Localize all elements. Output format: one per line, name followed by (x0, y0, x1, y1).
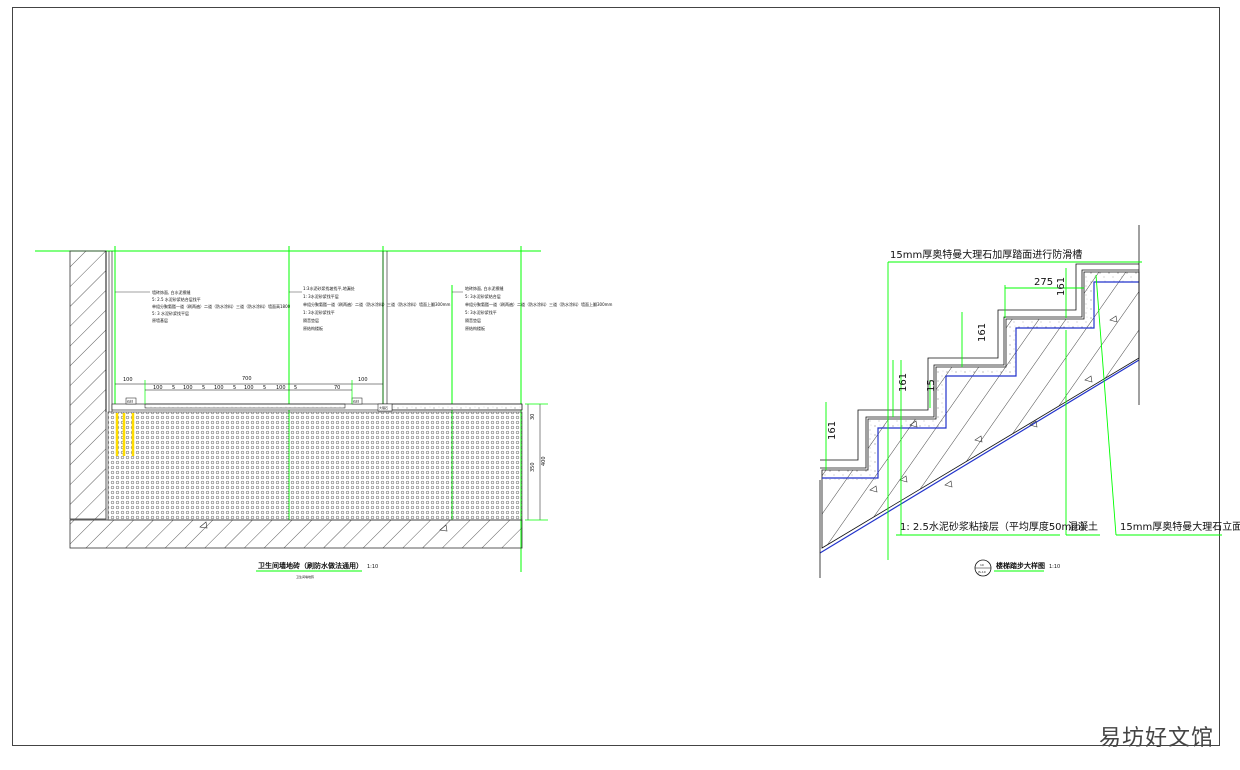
watermark: 易坊好文馆 (1098, 726, 1214, 751)
dim-seg-2: 5 (172, 385, 175, 391)
dim-riser-4: 161 (1056, 277, 1067, 296)
dim-riser-3: 161 (977, 323, 988, 342)
callout-ref: JS-10 (977, 570, 986, 574)
note-wall-5: 原墙基层 (152, 317, 168, 323)
drawing-frame (12, 7, 1220, 746)
notes-wall: 墙砖饰面, 白水泥擦缝 5: 2.5 水泥砂浆结合层找平 单组分聚氨酯一道（刷两… (152, 289, 291, 323)
dim-seg-5: 100 (214, 385, 224, 391)
note-right-6: 原结构楼板 (465, 325, 485, 331)
note-mid-5: 隔音垫层 (303, 317, 319, 323)
note-wall-1: 墙砖饰面, 白水泥擦缝 (152, 289, 191, 295)
dim-tread: 275 (1034, 277, 1053, 288)
dim-seg-7: 100 (244, 385, 254, 391)
dim-seg-8: 5 (263, 385, 266, 391)
stair-detail-title: 楼梯踏步大样图 (996, 561, 1045, 570)
label-slab: 混凝土 (1068, 520, 1098, 533)
dim-100-left: 100 (123, 377, 133, 383)
dim-700: 700 (242, 376, 252, 382)
callout-number: 10 (980, 563, 984, 567)
dim-seg-11: 70 (334, 385, 340, 391)
label-mortar: 1: 2.5水泥砂浆粘接层（平均厚度50mm） (900, 520, 1091, 533)
dim-350: 350 (530, 462, 536, 472)
left-detail-title: 卫生间墙地砖（刷防水做法通用） (258, 561, 363, 570)
note-right-1: 地砖饰面, 白水泥擦缝 (465, 285, 504, 291)
dim-100-right: 100 (358, 377, 368, 383)
note-mid-6: 原结构楼板 (303, 325, 323, 331)
note-mid-3: 单组分聚氨酯一道（刷两遍）二道（防水涂料）三道（防水涂料）墙面上翻300mm (303, 301, 451, 307)
left-detail-subtitle: 卫生间墙地砖 (296, 574, 314, 579)
bathroom-floor-detail: 石材 石材 大理石 墙砖饰面, 白水泥擦缝 5: 2.5 水泥砂浆结合层找平 单… (35, 246, 613, 579)
tag-stone-2: 石材 (353, 399, 359, 404)
dim-riser-1: 161 (827, 421, 838, 440)
tag-marble: 大理石 (379, 405, 388, 410)
dim-nosing: 15 (926, 379, 937, 392)
dim-seg-9: 100 (276, 385, 286, 391)
dim-400: 400 (541, 456, 547, 466)
note-wall-3: 单组分聚氨酯一道（刷两遍）二道（防水涂料）三道（防水涂料）墙面高1800 (152, 303, 291, 309)
label-riser-stone: 15mm厚奥特曼大理石立面 (1120, 520, 1240, 533)
dim-30: 30 (530, 414, 536, 420)
stair-step-detail: 161 161 161 161 275 15 15mm厚奥特曼大理石加厚踏面进行… (819, 225, 1240, 578)
tag-stone-1: 石材 (127, 399, 133, 404)
notes-floor-drain: 1:3水泥砂浆找坡找平,地漏处 1: 3水泥砂浆找平层 单组分聚氨酯一道（刷两遍… (303, 285, 451, 331)
note-right-2: 5: 3水泥砂浆结合层 (465, 293, 501, 299)
dim-seg-3: 100 (183, 385, 193, 391)
note-mid-1: 1:3水泥砂浆找坡找平,地漏处 (303, 285, 355, 291)
notes-floor: 地砖饰面, 白水泥擦缝 5: 3水泥砂浆结合层 单组分聚氨酯一道（刷两遍）二道（… (465, 285, 613, 331)
note-wall-2: 5: 2.5 水泥砂浆结合层找平 (152, 296, 201, 302)
note-right-4: 5: 3水泥砂浆找平 (465, 309, 497, 315)
note-mid-4: 1: 3水泥砂浆找平 (303, 309, 335, 315)
stair-detail-scale: 1:10 (1049, 564, 1060, 570)
dim-seg-1: 100 (153, 385, 163, 391)
dim-seg-6: 5 (233, 385, 236, 391)
dim-seg-4: 5 (202, 385, 205, 391)
note-mid-2: 1: 3水泥砂浆找平层 (303, 293, 339, 299)
dim-riser-2: 161 (898, 373, 909, 392)
note-wall-4: 5: 3 水泥砂浆找平层 (152, 310, 189, 316)
note-right-3: 单组分聚氨酯一道（刷两遍）二道（防水涂料）三道（防水涂料）墙面上翻300mm (465, 301, 613, 307)
note-right-5: 隔音垫层 (465, 317, 481, 323)
label-tread-stone: 15mm厚奥特曼大理石加厚踏面进行防滑槽 (890, 248, 1082, 261)
left-detail-scale: 1:10 (367, 564, 378, 570)
dim-seg-10: 5 (294, 385, 297, 391)
